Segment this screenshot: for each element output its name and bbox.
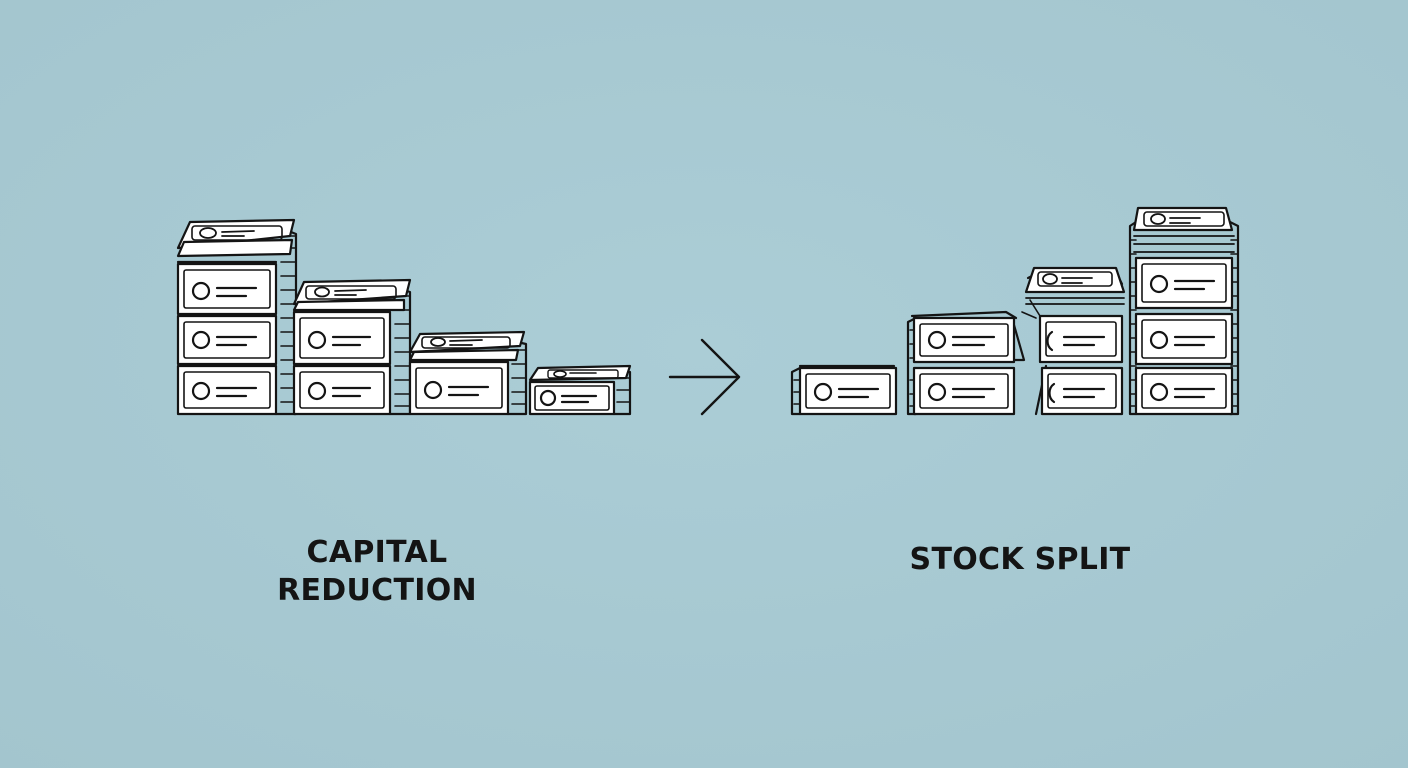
capital-reduction-stacks	[176, 218, 632, 416]
right-stack-4	[1128, 206, 1240, 416]
left-stack-4	[528, 364, 632, 416]
capital-reduction-label-line1: CAPITAL	[306, 535, 448, 570]
left-stack-1	[176, 218, 298, 416]
right-stack-3	[1021, 266, 1126, 416]
capital-reduction-label: CAPITAL REDUCTION	[232, 534, 522, 610]
arrow-right-icon	[668, 338, 741, 416]
stock-split-stacks	[790, 206, 1240, 416]
left-stack-2	[292, 278, 412, 416]
right-stack-2	[906, 310, 1026, 416]
stock-split-label: STOCK SPLIT	[909, 542, 1131, 577]
capital-reduction-label-line2: REDUCTION	[277, 573, 477, 608]
right-stack-1	[790, 364, 898, 416]
left-stack-3	[408, 330, 528, 416]
